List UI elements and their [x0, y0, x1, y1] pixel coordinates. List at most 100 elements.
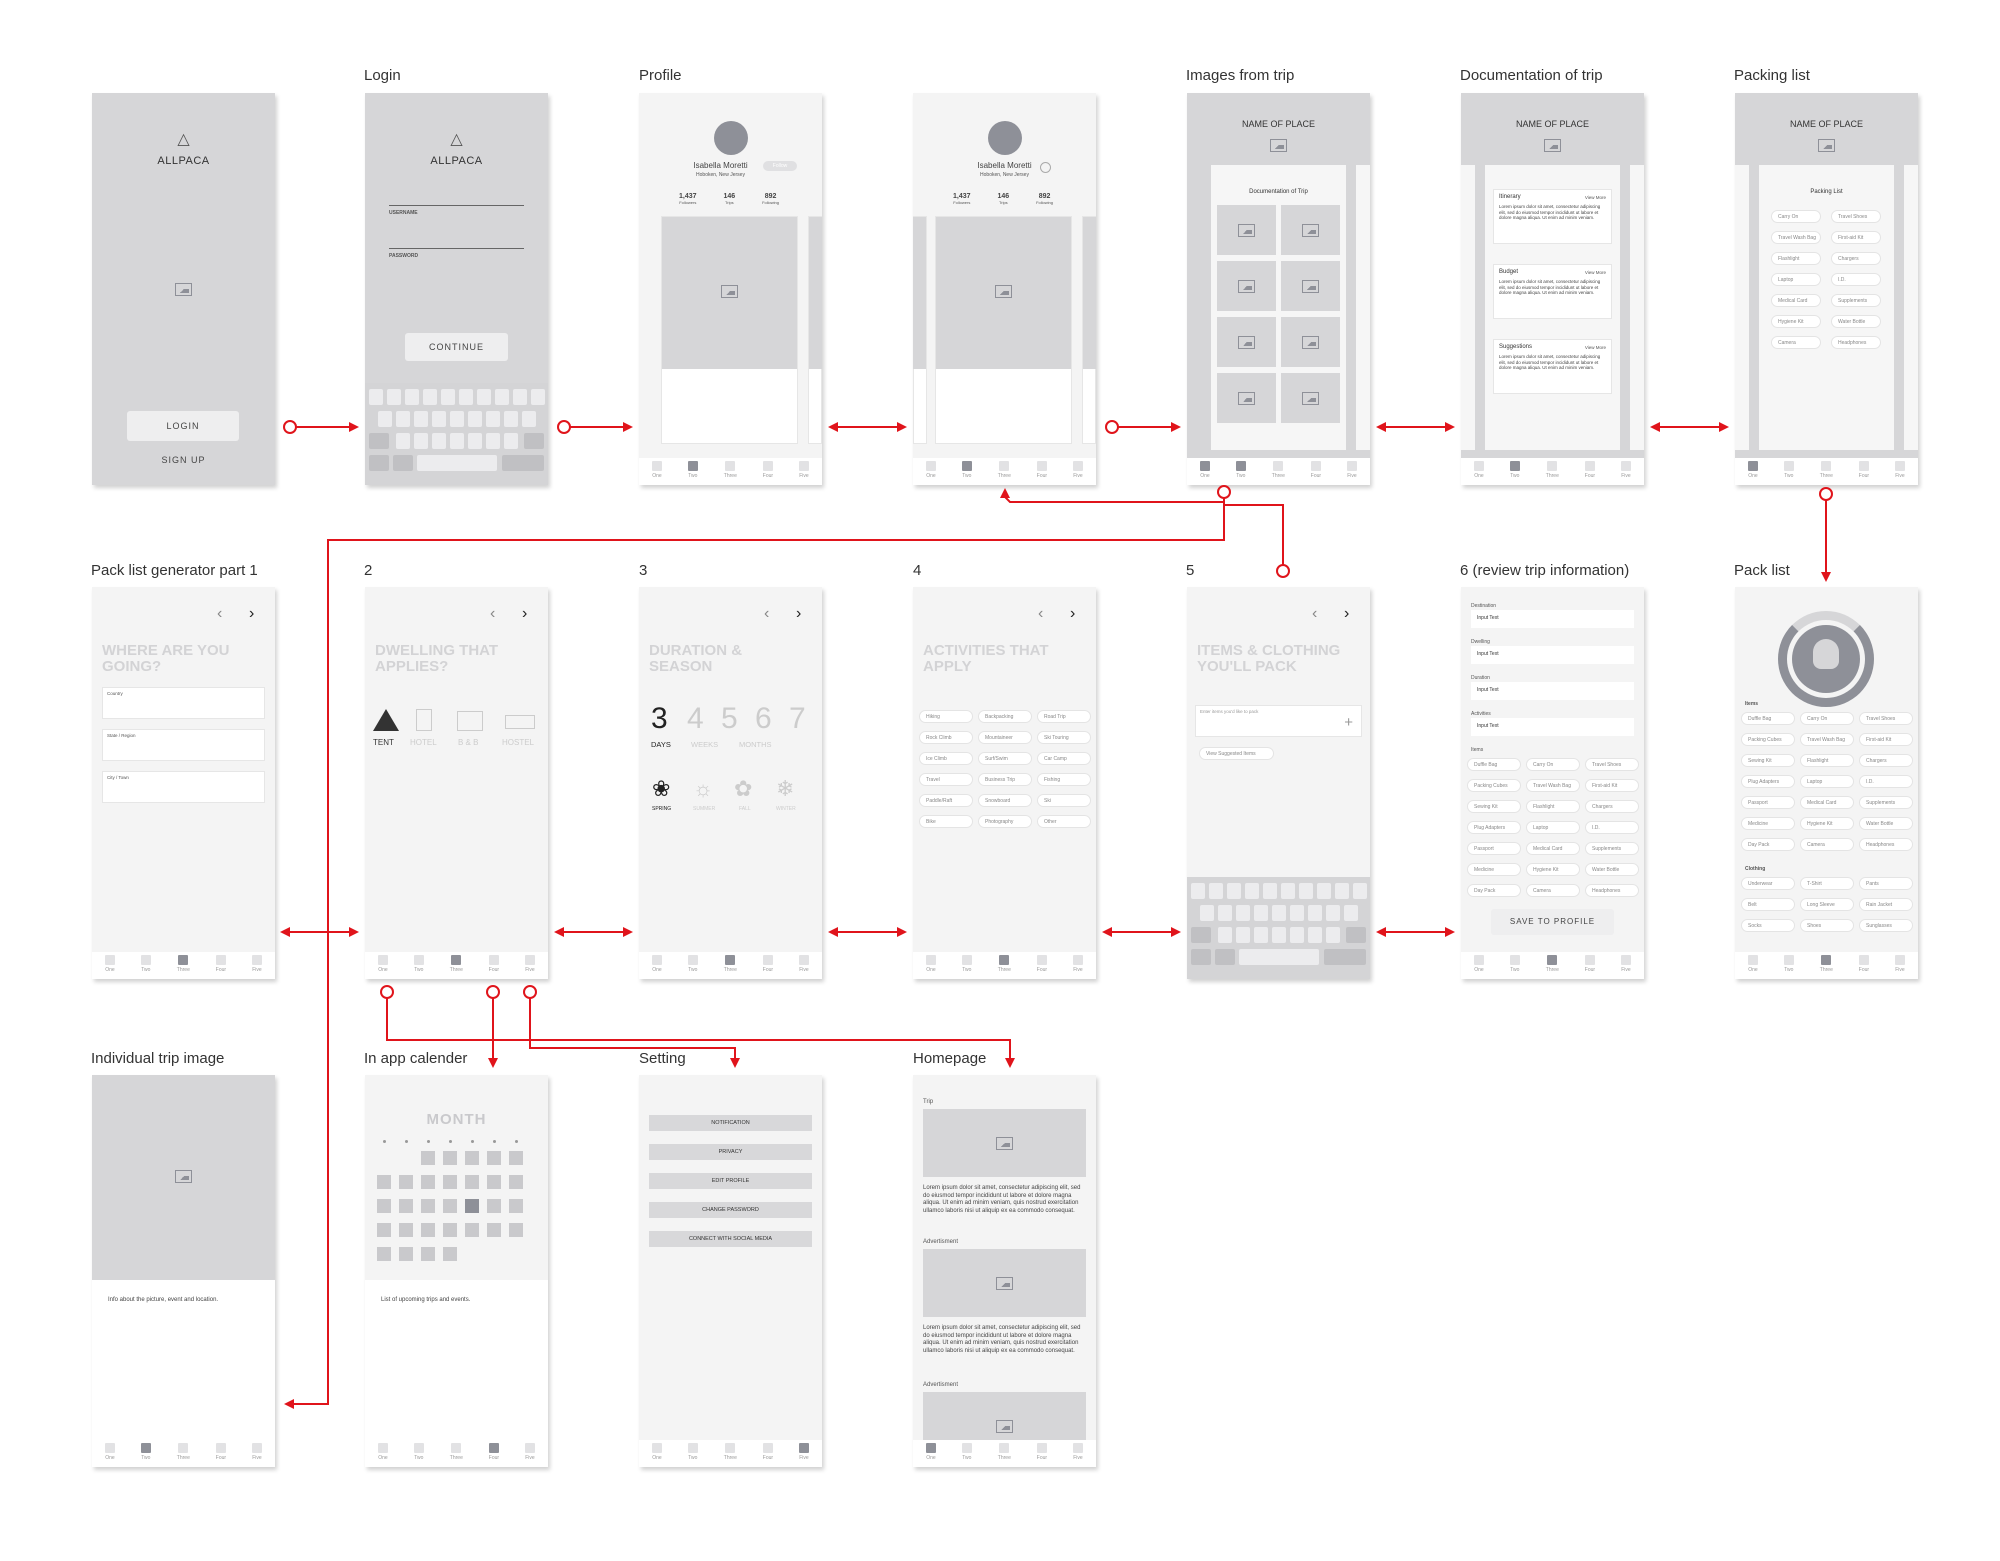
unit-months[interactable]: MONTHS [739, 740, 772, 749]
tab-two[interactable]: Two [961, 1443, 972, 1461]
activity-chip[interactable]: Travel [919, 773, 973, 786]
tab-one[interactable]: One [104, 955, 115, 973]
view-more-link[interactable]: View More [1584, 270, 1606, 275]
user-icon[interactable] [1040, 162, 1051, 173]
itinerary-section[interactable]: Itinerary View More Lorem ipsum dolor si… [1493, 189, 1612, 244]
winter-snow-icon[interactable]: ❄ [776, 776, 795, 801]
back-chevron-icon[interactable]: ‹ [217, 605, 223, 622]
duration-number-3[interactable]: 3 [651, 702, 668, 735]
unit-weeks[interactable]: WEEKS [691, 740, 719, 749]
tab-four[interactable]: Four [1585, 461, 1595, 479]
activity-chip[interactable]: Snowboard [978, 794, 1032, 807]
login-button[interactable]: LOGIN [127, 411, 239, 441]
activity-chip[interactable]: Mountaineer [978, 731, 1032, 744]
privacy-button[interactable]: PRIVACY [649, 1144, 812, 1160]
tab-three[interactable]: Three [998, 1443, 1011, 1461]
next-chevron-icon[interactable]: › [249, 605, 255, 622]
hotel-icon[interactable] [416, 709, 432, 731]
region-field[interactable]: State / Region [102, 729, 265, 761]
activity-chip[interactable]: Fishing [1037, 773, 1091, 786]
sign-up-link[interactable]: SIGN UP [161, 455, 206, 465]
tab-five[interactable]: Five [524, 1443, 535, 1461]
tab-five[interactable]: Five [1072, 1443, 1083, 1461]
tab-two[interactable]: Two [140, 955, 151, 973]
tab-five[interactable]: Five [1894, 955, 1905, 973]
connect-social-media-button[interactable]: CONNECT WITH SOCIAL MEDIA [649, 1231, 812, 1247]
dwelling-field[interactable]: Input Text [1471, 646, 1634, 664]
tab-three[interactable]: Three [1820, 955, 1833, 973]
tab-four[interactable]: Four [763, 461, 773, 479]
budget-section[interactable]: Budget View More Lorem ipsum dolor sit a… [1493, 264, 1612, 319]
keyboard[interactable] [365, 383, 548, 485]
option-bnb[interactable]: B & B [458, 738, 479, 747]
tab-three[interactable]: Three [177, 1443, 190, 1461]
tab-two[interactable]: Two [961, 955, 972, 973]
activity-chip[interactable]: Surf/Swim [978, 752, 1032, 765]
back-chevron-icon[interactable]: ‹ [1038, 605, 1044, 622]
item-entry-input[interactable]: Enter items you'd like to pack + [1195, 705, 1362, 737]
fall-leaf-icon[interactable]: ✿ [734, 776, 753, 801]
tab-four[interactable]: Four [763, 955, 773, 973]
tab-five[interactable]: Five [1620, 955, 1631, 973]
tab-two[interactable]: Two [1509, 461, 1520, 479]
tab-three[interactable]: Three [724, 1443, 737, 1461]
follow-button[interactable]: Follow [763, 161, 797, 171]
tab-one[interactable]: One [651, 461, 662, 479]
tab-four[interactable]: Four [1037, 955, 1047, 973]
continue-button[interactable]: CONTINUE [405, 333, 508, 361]
tab-one[interactable]: One [925, 1443, 936, 1461]
view-more-link[interactable]: View More [1584, 195, 1606, 200]
plus-icon[interactable]: + [1344, 714, 1353, 731]
destination-field[interactable]: Input Text [1471, 610, 1634, 628]
tab-four[interactable]: Four [1037, 461, 1047, 479]
activity-chip[interactable]: Paddle/Raft [919, 794, 973, 807]
password-field[interactable]: PASSWORD [389, 253, 419, 259]
back-chevron-icon[interactable]: ‹ [1312, 605, 1318, 622]
tab-one[interactable]: One [651, 955, 662, 973]
tab-five[interactable]: Five [524, 955, 535, 973]
next-chevron-icon[interactable]: › [522, 605, 528, 622]
tab-five[interactable]: Five [798, 461, 809, 479]
tab-one[interactable]: One [925, 461, 936, 479]
notification-button[interactable]: NOTIFICATION [649, 1115, 812, 1131]
tab-one[interactable]: One [1199, 461, 1210, 479]
tab-four[interactable]: Four [216, 955, 226, 973]
tab-one[interactable]: One [1747, 955, 1758, 973]
tab-two[interactable]: Two [687, 955, 698, 973]
tab-two[interactable]: Two [687, 1443, 698, 1461]
hostel-icon[interactable] [505, 715, 535, 729]
selected-day[interactable] [465, 1199, 479, 1213]
suggestions-section[interactable]: Suggestions View More Lorem ipsum dolor … [1493, 339, 1612, 394]
tab-five[interactable]: Five [251, 955, 262, 973]
tab-four[interactable]: Four [1859, 461, 1869, 479]
activities-field[interactable]: Input Text [1471, 718, 1634, 736]
duration-number-5[interactable]: 5 [721, 702, 738, 735]
activity-chip[interactable]: Road Trip [1037, 710, 1091, 723]
tab-one[interactable]: One [651, 1443, 662, 1461]
tab-three[interactable]: Three [177, 955, 190, 973]
activity-chip[interactable]: Other [1037, 815, 1091, 828]
tab-three[interactable]: Three [1820, 461, 1833, 479]
next-chevron-icon[interactable]: › [1070, 605, 1076, 622]
tab-four[interactable]: Four [489, 955, 499, 973]
tab-two[interactable]: Two [1509, 955, 1520, 973]
edit-profile-button[interactable]: EDIT PROFILE [649, 1173, 812, 1189]
tab-four[interactable]: Four [1859, 955, 1869, 973]
duration-number-6[interactable]: 6 [755, 702, 772, 735]
duration-field[interactable]: Input Text [1471, 682, 1634, 700]
tab-five[interactable]: Five [251, 1443, 262, 1461]
tab-one[interactable]: One [1747, 461, 1758, 479]
next-chevron-icon[interactable]: › [1344, 605, 1350, 622]
option-hotel[interactable]: HOTEL [410, 738, 437, 747]
activity-chip[interactable]: Photography [978, 815, 1032, 828]
back-chevron-icon[interactable]: ‹ [764, 605, 770, 622]
tab-one[interactable]: One [104, 1443, 115, 1461]
country-field[interactable]: Country [102, 687, 265, 719]
city-field[interactable]: City / Town [102, 771, 265, 803]
tab-five[interactable]: Five [798, 955, 809, 973]
change-password-button[interactable]: CHANGE PASSWORD [649, 1202, 812, 1218]
activity-chip[interactable]: Business Trip [978, 773, 1032, 786]
tab-three[interactable]: Three [998, 955, 1011, 973]
tab-five[interactable]: Five [798, 1443, 809, 1461]
tab-three[interactable]: Three [1546, 955, 1559, 973]
